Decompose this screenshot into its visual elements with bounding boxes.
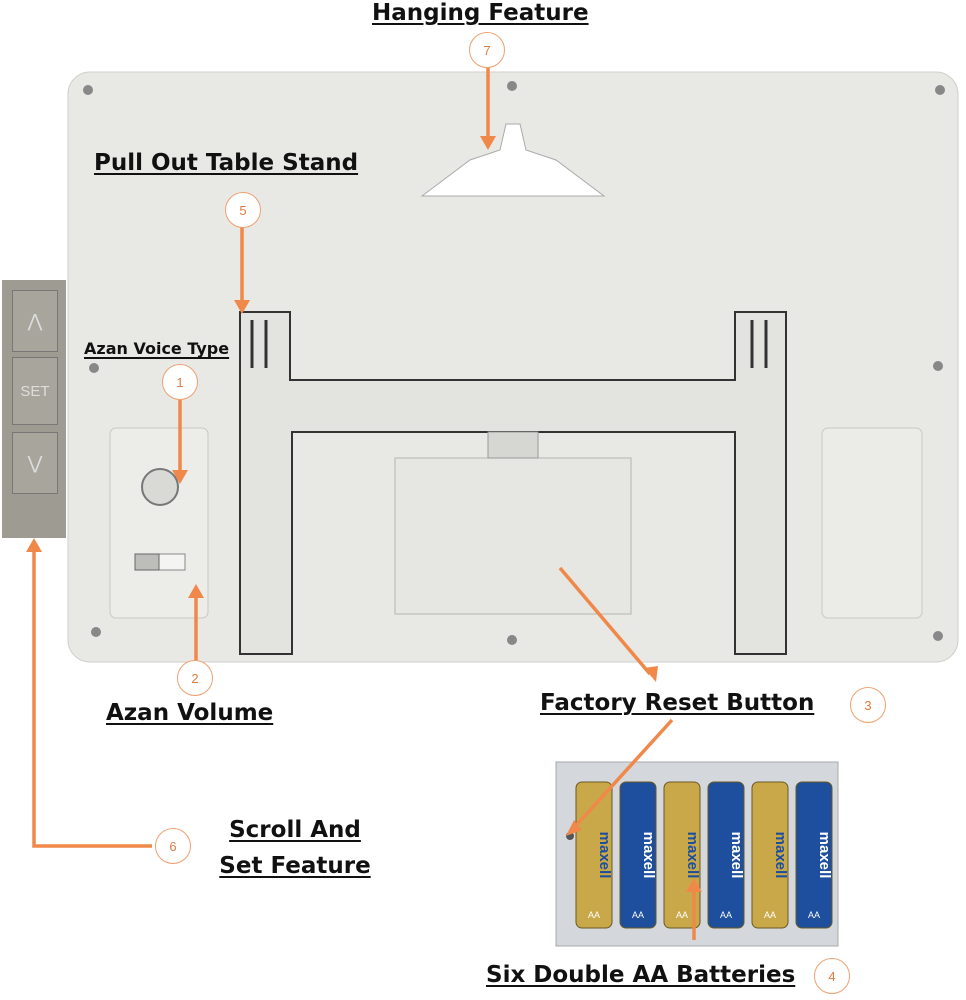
azan-voice-knob[interactable] [141,468,179,506]
battery-size-text: AA [808,910,820,920]
battery-size-text: AA [720,910,732,920]
ce-label-panel [821,427,923,619]
battery-brand-text: maxell [640,832,657,879]
label-hanging-feature: Hanging Feature [372,0,589,26]
table-stand [239,311,787,655]
callout-number-5: 5 [225,192,261,228]
callout-number-7: 7 [469,32,505,68]
battery-cover [394,457,632,615]
battery-size-text: AA [676,910,688,920]
label-pull-out-table-stand: Pull Out Table Stand [94,150,359,176]
screws [83,81,945,645]
callout-number-4: 4 [814,958,850,994]
label-azan-volume: Azan Volume [106,700,274,726]
battery-brand-text: maxell [772,832,789,879]
label-scroll-and-set: Scroll And Set Feature [219,817,371,879]
battery-size-text: AA [764,910,776,920]
callout-arrows [32,66,696,940]
battery-cell [619,781,657,929]
label-factory-reset-button: Factory Reset Button [540,690,815,716]
up-button[interactable]: ⋀ [12,290,58,352]
battery-brand-text: maxell [816,832,833,879]
battery-brand-text: maxell [728,832,745,879]
set-button[interactable]: SET [12,357,58,425]
label-azan-voice-type: Azan Voice Type [84,339,230,358]
label-six-aa-batteries: Six Double AA Batteries [486,962,796,988]
battery-cell [575,781,613,929]
down-button[interactable]: ⋁ [12,432,58,494]
arrow-heads [26,136,702,892]
callout-number-6: 6 [155,828,191,864]
callout-number-1: 1 [162,364,198,400]
callout-number-3: 3 [850,687,886,723]
battery-cell [707,781,745,929]
battery-size-text: AA [588,910,600,920]
battery-brand-text: maxell [684,832,701,879]
hanging-hook [420,123,606,197]
battery-size-text: AA [632,910,644,920]
battery-brand-text: maxell [596,832,613,879]
battery-cell [795,781,833,929]
battery-cell [751,781,789,929]
callout-number-2: 2 [177,660,213,696]
